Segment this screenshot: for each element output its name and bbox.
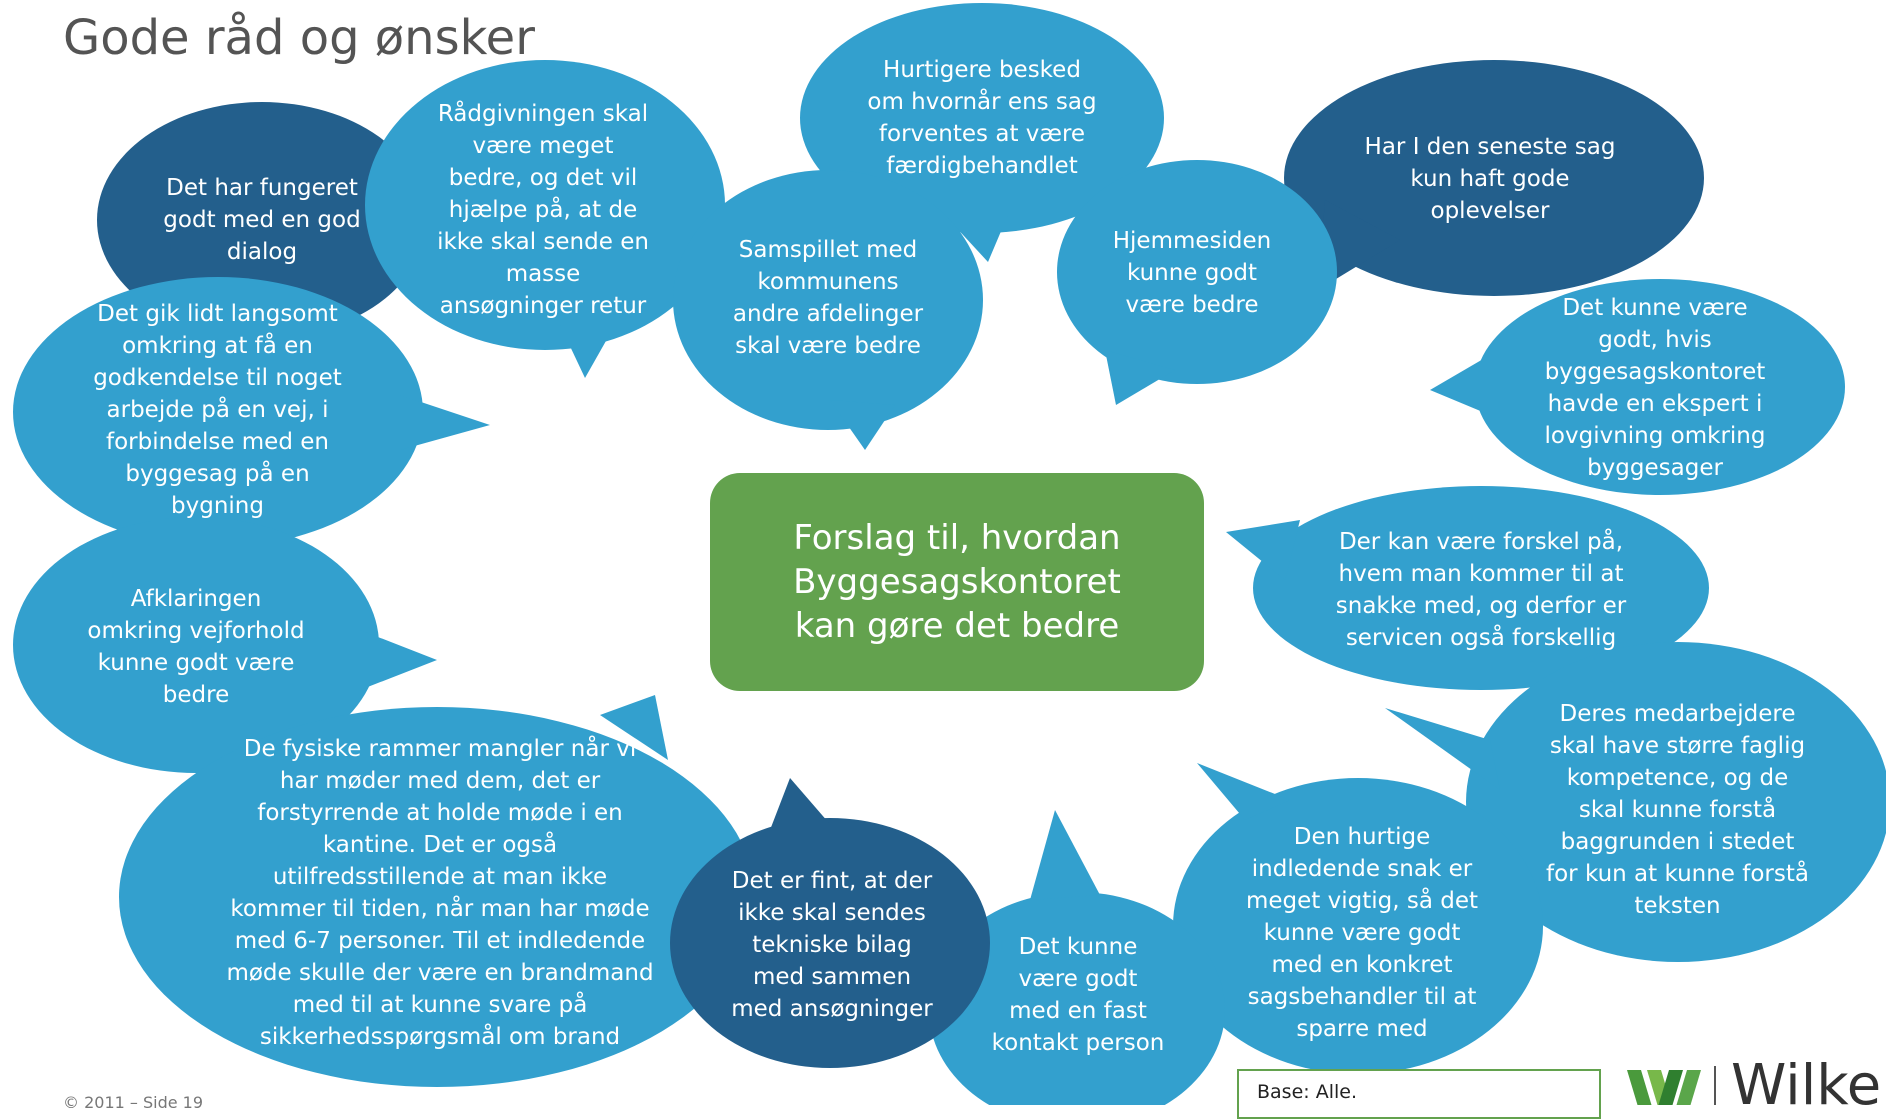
bubble-text-fungeret: Det har fungeret godt med en god dialog bbox=[163, 175, 361, 265]
bubble-text-samspil: Samspillet med kommunens andre afdelinge… bbox=[732, 236, 924, 359]
bubble-text-vejforhold: Afklaringen omkring vejforhold kunne god… bbox=[87, 586, 305, 708]
bubble-raadgivning bbox=[365, 60, 725, 378]
center-topic-text: Forslag til, hvordan Byggesagskontoret k… bbox=[793, 518, 1121, 646]
bubble-fysiske-rammer bbox=[119, 695, 755, 1087]
bubble-text-raadgivning: Rådgivningen skal være meget bedre, og d… bbox=[437, 101, 649, 319]
page-title: Gode råd og ønsker bbox=[63, 10, 535, 66]
bubble-text-hurtige-snak: Den hurtige indledende snak er meget vig… bbox=[1245, 824, 1479, 1042]
bubble-hjemmeside bbox=[1057, 160, 1337, 405]
bubble-text-ekspert: Det kunne være godt, hvis byggesagskonto… bbox=[1544, 295, 1766, 481]
bubble-vejforhold bbox=[13, 517, 437, 773]
bubble-text-hjemmeside: Hjemmesiden kunne godt være bedre bbox=[1112, 228, 1272, 318]
bubble-kontakt bbox=[929, 810, 1225, 1105]
center-topic-box: Forslag til, hvordan Byggesagskontoret k… bbox=[710, 473, 1204, 691]
bubble-langsomt bbox=[13, 277, 490, 547]
base-note: Base: Alle. bbox=[1257, 1081, 1357, 1103]
bubble-text-fysiske-rammer: De fysiske rammer mangler når vi har mød… bbox=[226, 736, 654, 1050]
base-note-box: Base: Alle. bbox=[1237, 1069, 1601, 1119]
bubble-text-hurtigere-besked: Hurtigere besked om hvornår ens sag forv… bbox=[867, 57, 1097, 179]
logo-divider bbox=[1714, 1066, 1716, 1105]
bubble-text-medarbejdere: Deres medarbejdere skal have større fagl… bbox=[1546, 701, 1809, 919]
footer-page-number: © 2011 – Side 19 bbox=[63, 1093, 204, 1112]
bubble-text-seneste-sag: Har I den seneste sag kun haft gode ople… bbox=[1364, 134, 1616, 224]
logo-text: Wilke bbox=[1731, 1062, 1882, 1105]
wilke-w-mark-icon bbox=[1627, 1070, 1701, 1105]
bubble-text-langsomt: Det gik lidt langsomt omkring at få en g… bbox=[93, 301, 342, 519]
bubble-hurtigere-besked bbox=[800, 3, 1164, 262]
bubble-fungeret bbox=[97, 102, 427, 338]
bubble-samspil bbox=[673, 170, 983, 450]
wilke-logo: Wilke bbox=[1625, 1062, 1886, 1105]
bubble-seneste-sag bbox=[1284, 60, 1704, 296]
bubble-text-kontakt: Det kunne være godt med en fast kontakt … bbox=[991, 934, 1165, 1056]
bubble-ekspert bbox=[1430, 279, 1845, 495]
bubble-text-forskel: Der kan være forskel på, hvem man kommer… bbox=[1335, 529, 1627, 651]
bubble-hurtige-snak bbox=[1173, 763, 1543, 1074]
bubble-medarbejdere bbox=[1385, 642, 1886, 962]
bubble-forskel bbox=[1226, 486, 1709, 690]
bubble-text-tekniske-bilag: Det er fint, at der ikke skal sendes tek… bbox=[731, 868, 933, 1022]
bubble-tekniske-bilag bbox=[670, 778, 990, 1068]
